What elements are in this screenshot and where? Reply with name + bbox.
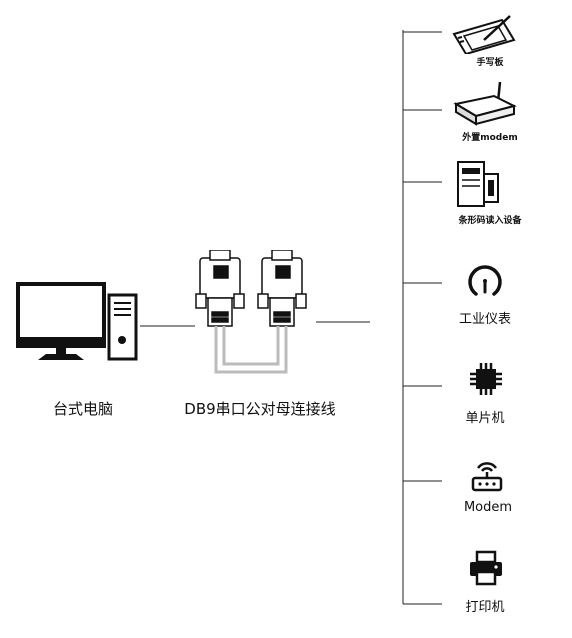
db9-cable-icon bbox=[195, 250, 307, 374]
device-label-tablet: 手写板 bbox=[476, 58, 504, 68]
chip-icon bbox=[470, 363, 502, 395]
computer-label: 台式电脑 bbox=[52, 400, 113, 418]
device-label-printer: 打印机 bbox=[465, 600, 505, 615]
device-label-gauge: 工业仪表 bbox=[458, 312, 511, 327]
device-label-external-modem: 外置modem bbox=[462, 133, 518, 143]
modem-icon bbox=[471, 462, 503, 492]
router-icon bbox=[453, 81, 517, 126]
device-label-chip: 单片机 bbox=[465, 411, 505, 426]
tablet-icon bbox=[452, 15, 516, 54]
device-label-modem: Modem bbox=[463, 500, 513, 515]
cable-label: DB9串口公对母连接线 bbox=[184, 400, 336, 418]
printer-icon bbox=[470, 550, 502, 586]
gauge-icon bbox=[468, 265, 502, 296]
desktop-computer-icon bbox=[16, 282, 138, 361]
device-label-barcode: 条形码读入设备 bbox=[458, 216, 522, 226]
barcode-printer-icon bbox=[457, 161, 499, 207]
